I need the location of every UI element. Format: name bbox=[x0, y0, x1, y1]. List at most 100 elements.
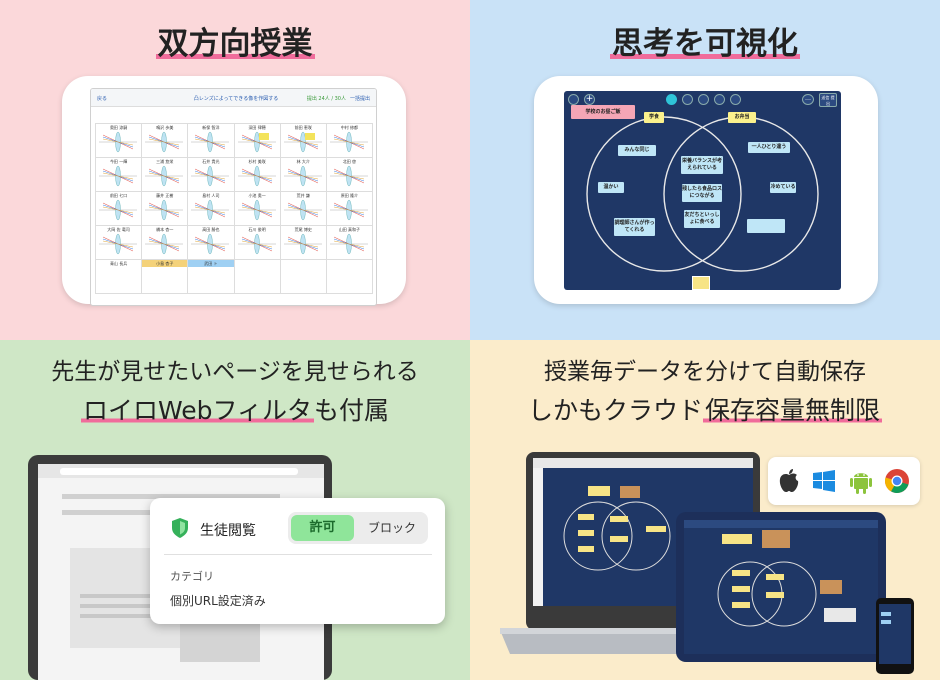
student-cell[interactable]: 藤井 正樹 bbox=[142, 192, 189, 226]
student-cell[interactable]: 荒井 謙 bbox=[280, 192, 327, 226]
student-name: 石井 貴光 bbox=[202, 159, 220, 164]
pointer-icon[interactable] bbox=[666, 94, 677, 105]
panel-cloud-storage: 授業毎データを分けて自動保存 しかもクラウド保存容量無制限 bbox=[470, 340, 940, 680]
student-name: 大岡 佐 竜司 bbox=[107, 227, 130, 232]
venn-card[interactable]: みんな同じ bbox=[618, 145, 656, 156]
add-icon[interactable]: + bbox=[584, 94, 595, 105]
student-cell[interactable]: 島村 人司 bbox=[188, 192, 235, 226]
student-name: 島村 人司 bbox=[202, 193, 220, 198]
lens-drawing-thumbnail bbox=[329, 131, 368, 153]
topic-label[interactable]: 学校のお昼ご飯 bbox=[571, 105, 635, 119]
venn-card[interactable]: 冷めている bbox=[770, 182, 796, 193]
student-name: 前田 七口 bbox=[109, 193, 128, 198]
app-header: 戻る 凸レンズによってできる像を作図する 提出 24人 / 30人 一括提出 bbox=[91, 89, 376, 107]
block-option[interactable]: ブロック bbox=[367, 521, 416, 535]
thumbnail-icon[interactable] bbox=[692, 276, 710, 290]
student-cell[interactable]: 高田 勝也 bbox=[188, 226, 235, 260]
venn-card[interactable]: 栄養バランスが考えられている bbox=[681, 156, 723, 174]
tablet-frame: 戻る 凸レンズによってできる像を作図する 提出 24人 / 30人 一括提出 奥… bbox=[62, 76, 406, 306]
student-name: 鳴沢 歩美 bbox=[156, 125, 174, 130]
venn-card[interactable]: 友だちといっしょに食べる bbox=[684, 210, 720, 228]
student-cell[interactable]: 鳴沢 歩美 bbox=[142, 124, 189, 158]
student-name: 今田 一輝 bbox=[109, 159, 128, 164]
lens-drawing-thumbnail bbox=[329, 165, 368, 187]
student-name: 荒尾 博史 bbox=[294, 227, 312, 232]
student-cell[interactable]: 前田 恵咲 bbox=[280, 124, 327, 158]
student-name: 奥田 涼嗣 bbox=[109, 125, 128, 130]
student-cell[interactable]: 石川 俊明 bbox=[234, 226, 281, 260]
venn-card[interactable]: 温かい bbox=[598, 182, 624, 193]
student-cell[interactable]: 杉村 美咲 bbox=[234, 158, 281, 192]
panel-title: 思考を可視化 bbox=[610, 26, 800, 62]
lens-drawing-thumbnail bbox=[99, 165, 137, 187]
student-cell[interactable]: 武田 ト bbox=[188, 260, 235, 294]
student-cell[interactable]: 小島 杏子 bbox=[142, 260, 189, 294]
panel-web-filter: 先生が見せたいページを見せられる ロイロWebフィルタも付属 生徒閲覧 許可 ブ… bbox=[0, 340, 470, 680]
lens-drawing-thumbnail bbox=[237, 165, 276, 187]
camera-icon[interactable] bbox=[698, 94, 709, 105]
venn-card[interactable]: 残したら食品ロスにつながる bbox=[682, 184, 722, 202]
set-right-label[interactable]: お弁当 bbox=[728, 112, 756, 123]
permission-toggle[interactable]: 許可 ブロック bbox=[288, 512, 428, 544]
student-name: 深田 律穂 bbox=[248, 125, 266, 130]
lens-drawing-thumbnail bbox=[191, 233, 230, 255]
bulk-submit-button[interactable]: 一括提出 bbox=[349, 96, 370, 102]
student-name: 杉村 美咲 bbox=[248, 159, 266, 164]
venn-card[interactable]: 一人ひとり違う bbox=[748, 142, 790, 153]
student-cell[interactable]: 橋本 杏一 bbox=[142, 226, 189, 260]
more-icon[interactable]: … bbox=[802, 94, 814, 105]
allow-option[interactable]: 許可 bbox=[291, 515, 354, 541]
mic-icon[interactable] bbox=[714, 94, 725, 105]
student-cell[interactable]: 深田 律穂 bbox=[234, 124, 281, 158]
student-cell[interactable]: 青山 長兵 bbox=[96, 260, 143, 294]
panel-title-line2: ロイロWebフィルタも付属 bbox=[80, 396, 390, 425]
student-name: 前田 恵咲 bbox=[294, 125, 312, 130]
student-cell[interactable]: 林 大介 bbox=[280, 158, 327, 192]
student-name: 山田 真和子 bbox=[338, 227, 361, 232]
windows-icon bbox=[813, 470, 835, 492]
student-name: 石川 俊明 bbox=[248, 227, 266, 232]
student-cell[interactable]: 山田 真和子 bbox=[326, 226, 373, 260]
lens-drawing-thumbnail bbox=[145, 131, 184, 153]
divider bbox=[164, 554, 432, 555]
back-arrow-icon[interactable] bbox=[568, 94, 579, 105]
student-name: 北田 啓 bbox=[342, 159, 357, 164]
student-cell[interactable]: 大岡 佐 竜司 bbox=[96, 226, 143, 260]
student-cell[interactable]: 石井 貴光 bbox=[188, 158, 235, 192]
lens-drawing-thumbnail bbox=[283, 233, 322, 255]
assignment-title: 凸レンズによってできる像を作図する bbox=[193, 96, 279, 102]
lens-drawing-thumbnail bbox=[237, 131, 276, 153]
set-left-label[interactable]: 学食 bbox=[644, 112, 664, 123]
venn-card[interactable]: 調理師さんが作ってくれる bbox=[614, 218, 655, 236]
student-name: 青山 長兵 bbox=[109, 261, 128, 266]
student-cell[interactable]: 今田 一輝 bbox=[96, 158, 143, 192]
lens-drawing-thumbnail bbox=[283, 165, 322, 187]
student-cell[interactable]: 前田 七口 bbox=[96, 192, 143, 226]
student-cell[interactable] bbox=[280, 260, 327, 294]
record-icon[interactable] bbox=[730, 94, 741, 105]
lens-drawing-thumbnail bbox=[329, 199, 368, 221]
student-cell[interactable]: 小池 奥一 bbox=[234, 192, 281, 226]
student-cell[interactable]: 北田 啓 bbox=[326, 158, 373, 192]
apple-icon bbox=[779, 469, 799, 492]
submit-button[interactable]: 送信 提出 bbox=[819, 93, 837, 107]
pen-icon[interactable] bbox=[682, 94, 693, 105]
back-button[interactable]: 戻る bbox=[97, 96, 108, 102]
student-cell[interactable]: 荒尾 博史 bbox=[280, 226, 327, 260]
student-cell[interactable]: 新保 智洋 bbox=[188, 124, 235, 158]
lens-drawing-thumbnail bbox=[329, 233, 368, 255]
student-cell[interactable] bbox=[326, 260, 373, 294]
venn-card-empty[interactable] bbox=[747, 219, 785, 233]
url-setting-status: 個別URL設定済み bbox=[170, 594, 266, 608]
student-cell[interactable]: 原田 隆介 bbox=[326, 192, 373, 226]
student-cell[interactable] bbox=[234, 260, 281, 294]
student-cell[interactable]: 中村 修都 bbox=[326, 124, 373, 158]
panel-title-line1: 先生が見せたいページを見せられる bbox=[51, 359, 419, 385]
student-name: 三浦 悠栄 bbox=[156, 159, 174, 164]
student-name: 高田 勝也 bbox=[202, 227, 220, 232]
student-name: 小池 奥一 bbox=[248, 193, 266, 198]
student-name: 新保 智洋 bbox=[202, 125, 220, 130]
panel-title-line2: しかもクラウド保存容量無制限 bbox=[527, 396, 883, 425]
student-cell[interactable]: 三浦 悠栄 bbox=[142, 158, 189, 192]
student-cell[interactable]: 奥田 涼嗣 bbox=[96, 124, 143, 158]
